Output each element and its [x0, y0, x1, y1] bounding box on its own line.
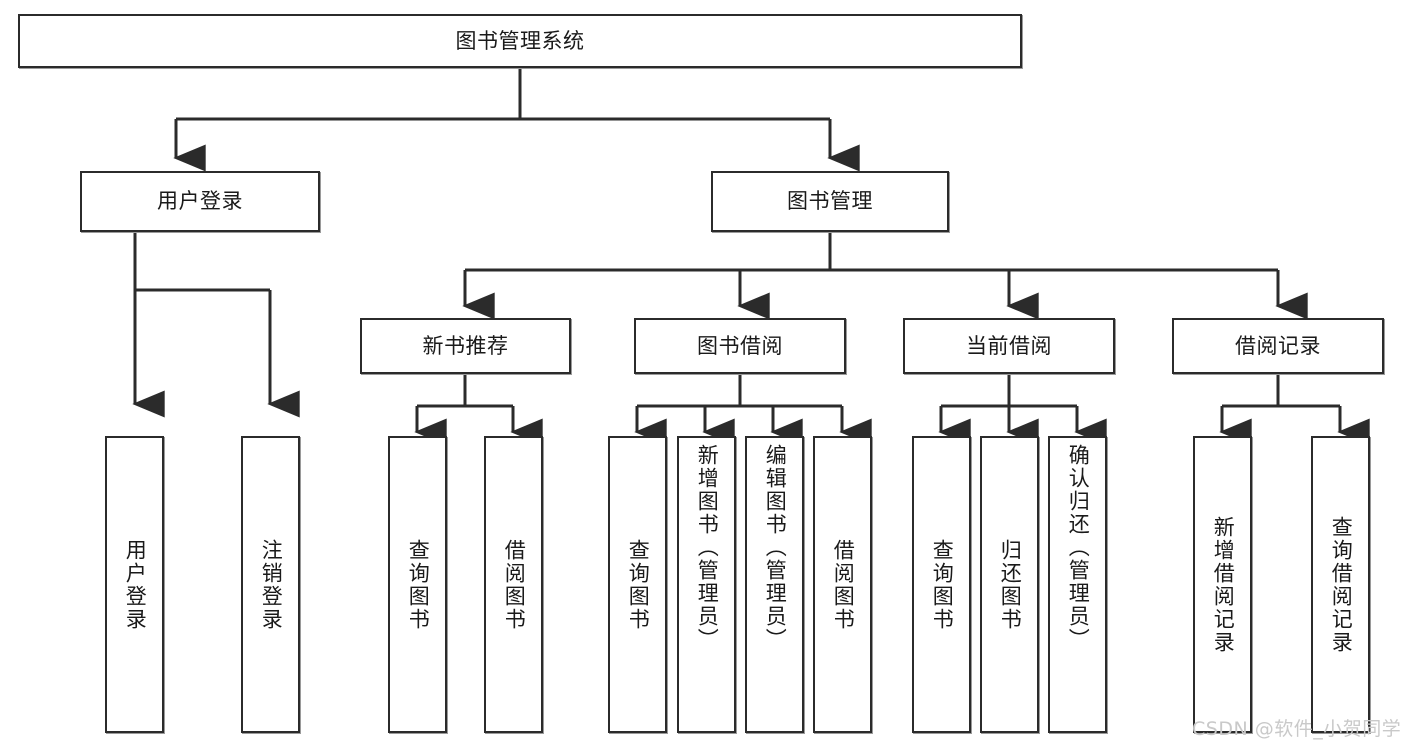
- leaf-borrow-add-book-admin[interactable]: 新增图书（管理员）: [677, 436, 736, 733]
- node-borrow-records[interactable]: 借阅记录: [1172, 318, 1384, 374]
- node-label: 编辑图书（管理员）: [763, 444, 788, 651]
- node-label: 新增图书（管理员）: [695, 444, 720, 651]
- node-label: 查询图书: [626, 538, 651, 631]
- node-label: 查询图书: [406, 538, 431, 631]
- leaf-current-return-book[interactable]: 归还图书: [980, 436, 1039, 733]
- node-label: 用户登录: [123, 538, 148, 631]
- node-label: 图书管理系统: [455, 28, 585, 53]
- node-label: 新书推荐: [422, 333, 509, 358]
- node-book-borrow[interactable]: 图书借阅: [634, 318, 846, 374]
- node-current-borrow[interactable]: 当前借阅: [903, 318, 1115, 374]
- node-user-login[interactable]: 用户登录: [80, 171, 320, 232]
- node-label: 查询借阅记录: [1329, 515, 1354, 654]
- node-label: 确认归还（管理员）: [1066, 444, 1091, 651]
- node-label: 借阅图书: [831, 538, 856, 631]
- node-label: 借阅图书: [502, 538, 527, 631]
- leaf-recommend-borrow-book[interactable]: 借阅图书: [484, 436, 543, 733]
- node-label: 用户登录: [157, 189, 243, 214]
- node-new-book-recommend[interactable]: 新书推荐: [360, 318, 571, 374]
- leaf-records-query-record[interactable]: 查询借阅记录: [1311, 436, 1370, 733]
- node-label: 借阅记录: [1235, 333, 1321, 358]
- leaf-current-query-book[interactable]: 查询图书: [912, 436, 971, 733]
- node-book-management[interactable]: 图书管理: [711, 171, 949, 232]
- node-label: 归还图书: [998, 538, 1023, 631]
- leaf-records-add-record[interactable]: 新增借阅记录: [1193, 436, 1252, 733]
- leaf-borrow-borrow-book[interactable]: 借阅图书: [813, 436, 872, 733]
- node-label: 新增借阅记录: [1211, 515, 1236, 654]
- leaf-current-confirm-return-admin[interactable]: 确认归还（管理员）: [1048, 436, 1107, 733]
- node-label: 图书借阅: [697, 333, 783, 358]
- leaf-user-login-login[interactable]: 用户登录: [105, 436, 164, 733]
- node-root-system[interactable]: 图书管理系统: [18, 14, 1022, 68]
- leaf-borrow-query-book[interactable]: 查询图书: [608, 436, 667, 733]
- leaf-borrow-edit-book-admin[interactable]: 编辑图书（管理员）: [745, 436, 804, 733]
- csdn-watermark: CSDN @软件_小贺同学: [1192, 718, 1402, 740]
- node-label: 查询图书: [930, 538, 955, 631]
- node-label: 注销登录: [259, 538, 284, 631]
- node-label: 图书管理: [787, 189, 873, 214]
- node-label: 当前借阅: [966, 333, 1052, 358]
- leaf-recommend-query-book[interactable]: 查询图书: [388, 436, 447, 733]
- leaf-user-login-logout[interactable]: 注销登录: [241, 436, 300, 733]
